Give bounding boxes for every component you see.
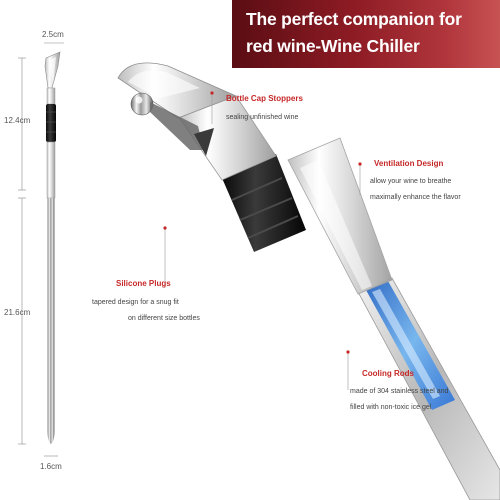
silicone-desc-2: on different size bottles: [128, 315, 200, 322]
bottle-cap-title: Bottle Cap Stoppers: [226, 94, 303, 103]
large-chiller: [117, 62, 500, 500]
banner-title-line-1: The perfect companion for: [246, 9, 462, 29]
small-chiller: [44, 51, 61, 444]
bottle-cap-desc: sealing unfinished wine: [226, 114, 299, 121]
ventilation-desc-2: maximally enhance the flavor: [370, 194, 461, 201]
dimension-width-top: 2.5cm: [42, 30, 64, 39]
cooling-desc-2: filled with non-toxic ice gel: [350, 404, 432, 411]
title-banner: The perfect companion for red wine-Wine …: [232, 0, 500, 68]
callout-dot: [358, 162, 362, 166]
silicone-title: Silicone Plugs: [116, 279, 171, 288]
ventilation-title: Ventilation Design: [374, 159, 444, 168]
cooling-title: Cooling Rods: [362, 369, 414, 378]
ventilation-desc-1: allow your wine to breathe: [370, 178, 452, 185]
dimension-height-bottom: 21.6cm: [4, 308, 31, 317]
callout-lines: [164, 93, 361, 390]
dimension-lines: [18, 42, 64, 457]
callout-dot: [210, 91, 214, 95]
callout-dot: [163, 226, 167, 230]
banner-title-line-2: red wine-Wine Chiller: [246, 36, 420, 56]
silicone-desc-1: tapered design for a snug fit: [92, 299, 179, 306]
cooling-desc-1: made of 304 stainless steel and: [350, 388, 449, 395]
dimension-height-top: 12.4cm: [4, 116, 31, 125]
dimension-width-bottom: 1.6cm: [40, 462, 62, 471]
callout-dot: [346, 350, 350, 354]
